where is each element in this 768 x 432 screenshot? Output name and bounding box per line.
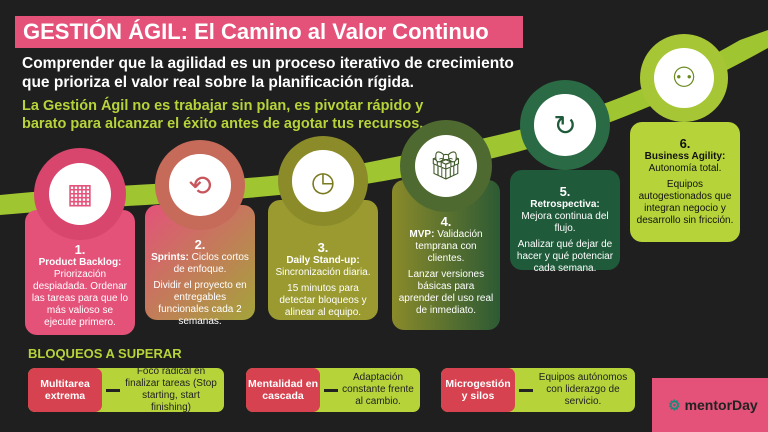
step-card-1: 1. Product Backlog: Priorización despiad… bbox=[25, 210, 135, 335]
step-circle-3: ◷ bbox=[278, 136, 368, 226]
step-card-6: 6. Business Agility: Autonomía total. Eq… bbox=[630, 122, 740, 242]
blocker-solution: Adaptación constante frente al cambio. bbox=[342, 372, 414, 407]
step-desc: 15 minutos para detectar bloqueos y alin… bbox=[279, 283, 367, 318]
step-desc: Dividir el proyecto en entregables funci… bbox=[153, 280, 247, 327]
blocker-solution: Foco radical en finalizar tareas (Stop s… bbox=[125, 366, 217, 413]
step-desc: Analizar qué dejar de hacer y qué potenc… bbox=[516, 239, 614, 274]
backlog-icon: ▦ bbox=[48, 162, 112, 226]
step-number: 6. bbox=[679, 136, 691, 151]
blocker-problem: Multitarea extrema bbox=[28, 368, 102, 412]
step-card-2: 2. Sprints: Ciclos cortos de enfoque. Di… bbox=[145, 205, 255, 327]
step-circle-6: ⚇ bbox=[640, 34, 728, 122]
blocker-problem: Microgestión y silos bbox=[441, 368, 515, 412]
step-name: Business Agility: bbox=[644, 151, 726, 162]
logo-gear-icon: ⚙ bbox=[668, 396, 681, 413]
step-desc: Ordenar las tareas para que lo más valio… bbox=[31, 281, 129, 328]
step-circle-1: ▦ bbox=[34, 148, 126, 240]
blocker-solution: Equipos autónomos con liderazgo de servi… bbox=[538, 372, 628, 407]
team-clock-icon: ◷ bbox=[292, 150, 354, 212]
gift-icon: 🎁︎ bbox=[414, 134, 478, 198]
growth-cycle-icon: ↻ bbox=[534, 94, 596, 156]
blocker-problem: Mentalidad en cascada bbox=[246, 368, 320, 412]
step-circle-2: ⟲ bbox=[155, 140, 245, 230]
step-number: 2. bbox=[194, 237, 206, 252]
step-number: 1. bbox=[74, 242, 86, 257]
step-number: 4. bbox=[440, 214, 452, 229]
step-circle-4: 🎁︎ bbox=[400, 120, 492, 212]
step-name: Sprints: bbox=[151, 252, 189, 263]
page-title: GESTIÓN ÁGIL: El Camino al Valor Continu… bbox=[15, 16, 523, 48]
tagline: La Gestión Ágil no es trabajar sin plan,… bbox=[22, 98, 424, 132]
step-number: 5. bbox=[559, 184, 571, 199]
step-number: 3. bbox=[317, 240, 329, 255]
blockers-title: BLOQUEOS A SUPERAR bbox=[28, 346, 182, 361]
logo-text: mentorDay bbox=[684, 397, 758, 413]
step-name: MVP: bbox=[409, 229, 435, 240]
blocker-1: Multitarea extrema Foco radical en finali… bbox=[28, 366, 224, 413]
step-desc: Lanzar versiones básicas para aprender d… bbox=[398, 269, 494, 316]
step-name: Daily Stand-up: bbox=[286, 255, 360, 266]
subtitle: Comprender que la agilidad es un proceso… bbox=[22, 55, 514, 91]
step-desc: Equipos autogestionados que integran neg… bbox=[636, 179, 734, 226]
blocker-3: Microgestión y silos Equipos autónomos co… bbox=[441, 368, 635, 412]
step-name: Retrospectiva: bbox=[530, 199, 600, 210]
sprint-cycle-icon: ⟲ bbox=[169, 154, 231, 216]
step-name: Product Backlog: bbox=[38, 257, 122, 268]
mentorday-logo: ⚙mentorDay bbox=[652, 378, 768, 432]
step-card-5: 5. Retrospectiva: Mejora continua del fl… bbox=[510, 170, 620, 274]
step-circle-5: ↻ bbox=[520, 80, 610, 170]
step-short: Ciclos cortos de enfoque. bbox=[173, 252, 249, 275]
step-short: Autonomía total. bbox=[648, 163, 722, 174]
step-short: Mejora continua del flujo. bbox=[521, 211, 609, 234]
blocker-2: Mentalidad en cascada Adaptación constant… bbox=[246, 368, 420, 412]
step-short: Priorización despiadada. bbox=[33, 269, 107, 292]
step-short: Validación temprana con clientes. bbox=[415, 229, 483, 264]
step-short: Sincronización diaria. bbox=[275, 267, 371, 278]
team-growth-icon: ⚇ bbox=[654, 48, 714, 108]
